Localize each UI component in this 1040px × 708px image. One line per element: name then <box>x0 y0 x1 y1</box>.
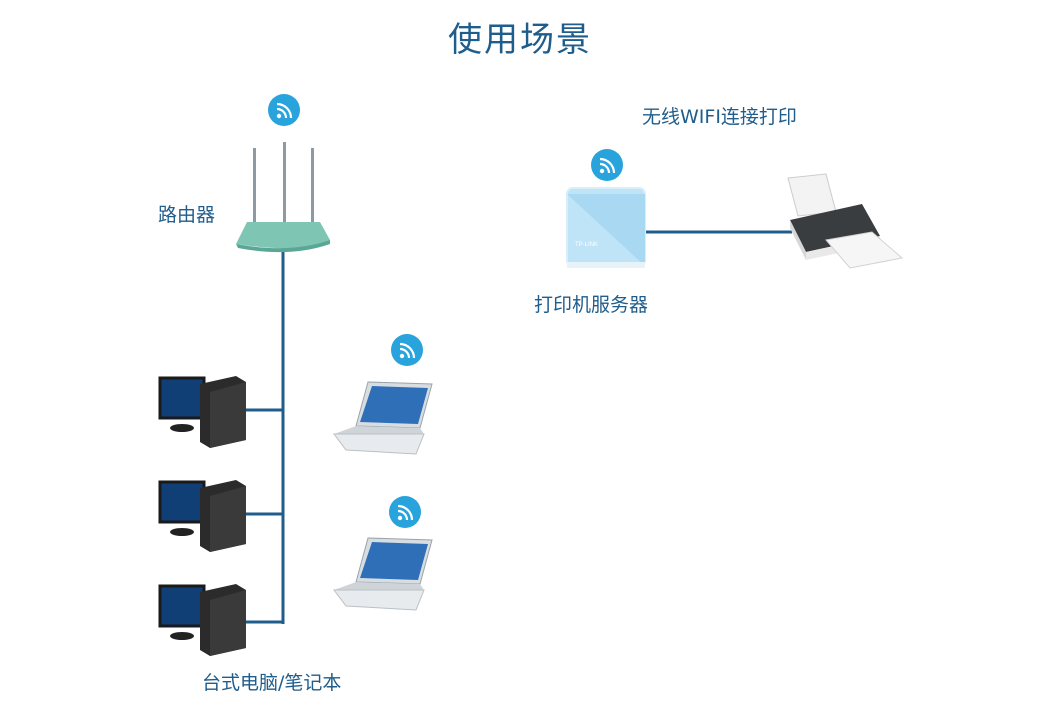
wifi-print-label: 无线WIFI连接打印 <box>642 106 797 128</box>
laptop-icon <box>333 537 433 611</box>
desktop-computer-icon <box>158 480 246 552</box>
print-server-icon: TP-LINK <box>566 187 646 268</box>
laptop-icon <box>333 381 433 455</box>
wifi-icon <box>591 149 623 181</box>
connection-lines <box>245 230 792 624</box>
print-server-label: 打印机服务器 <box>534 294 649 316</box>
router-icon <box>236 142 330 253</box>
desktop-computer-icon <box>158 584 246 656</box>
printer-icon <box>787 173 904 269</box>
router-label: 路由器 <box>158 204 216 226</box>
wifi-icon <box>268 94 300 126</box>
computers-label: 台式电脑/笔记本 <box>202 672 342 694</box>
wifi-icon <box>391 334 423 366</box>
wifi-icon <box>389 496 421 528</box>
desktop-computer-icon <box>158 376 246 448</box>
page-title: 使用场景 <box>448 20 592 60</box>
print-server-brand: TP-LINK <box>575 242 598 248</box>
